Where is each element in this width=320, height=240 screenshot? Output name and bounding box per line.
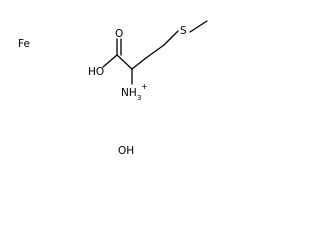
carbonyl-oxygen-label: O	[115, 28, 123, 40]
ammonium-charge: +	[141, 82, 148, 91]
hydroxide-label: OH	[118, 145, 134, 157]
bond-c-hydroxyl	[102, 54, 118, 68]
ammonium-subscript: 3	[137, 94, 141, 102]
bond-ccarboxyl-calpha	[116, 54, 133, 70]
bond-s-methyl	[189, 20, 208, 33]
bond-calpha-ch2	[131, 57, 147, 70]
sulfur-label: S	[180, 25, 187, 37]
iron-label: Fe	[18, 38, 30, 50]
bond-ch2-s	[163, 30, 179, 46]
bond-ch2-ch2	[145, 44, 165, 59]
ammonium-label: NH	[121, 87, 137, 99]
hydroxyl-label: HO	[88, 66, 104, 78]
molecule-diagram: Fe OH S O HO NH 3 +	[18, 20, 208, 157]
